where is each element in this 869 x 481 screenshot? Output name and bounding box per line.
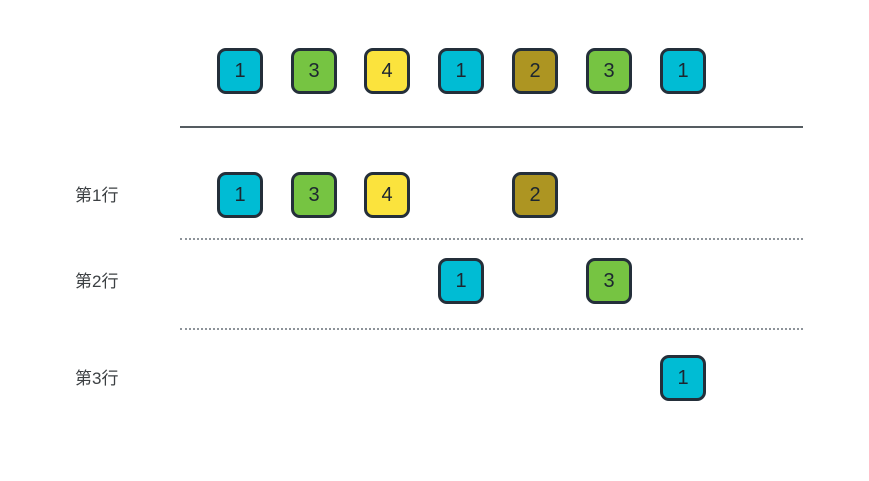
tile-1-col7[interactable]: 1	[660, 355, 706, 401]
tile-3-col2[interactable]: 3	[291, 172, 337, 218]
section-divider-solid	[180, 126, 803, 128]
tile-3-col2[interactable]: 3	[291, 48, 337, 94]
row-label-2: 第2行	[75, 272, 119, 291]
tile-1-col4[interactable]: 1	[438, 258, 484, 304]
tile-1-col1[interactable]: 1	[217, 172, 263, 218]
tile-3-col6[interactable]: 3	[586, 258, 632, 304]
tile-4-col3[interactable]: 4	[364, 48, 410, 94]
tile-4-col3[interactable]: 4	[364, 172, 410, 218]
tile-1-col7[interactable]: 1	[660, 48, 706, 94]
tile-3-col6[interactable]: 3	[586, 48, 632, 94]
row-divider-1	[180, 238, 803, 240]
tile-2-col5[interactable]: 2	[512, 48, 558, 94]
tile-2-col5[interactable]: 2	[512, 172, 558, 218]
row-label-3: 第3行	[75, 369, 119, 388]
row-divider-2	[180, 328, 803, 330]
tile-1-col1[interactable]: 1	[217, 48, 263, 94]
row-label-1: 第1行	[75, 186, 119, 205]
tile-1-col4[interactable]: 1	[438, 48, 484, 94]
